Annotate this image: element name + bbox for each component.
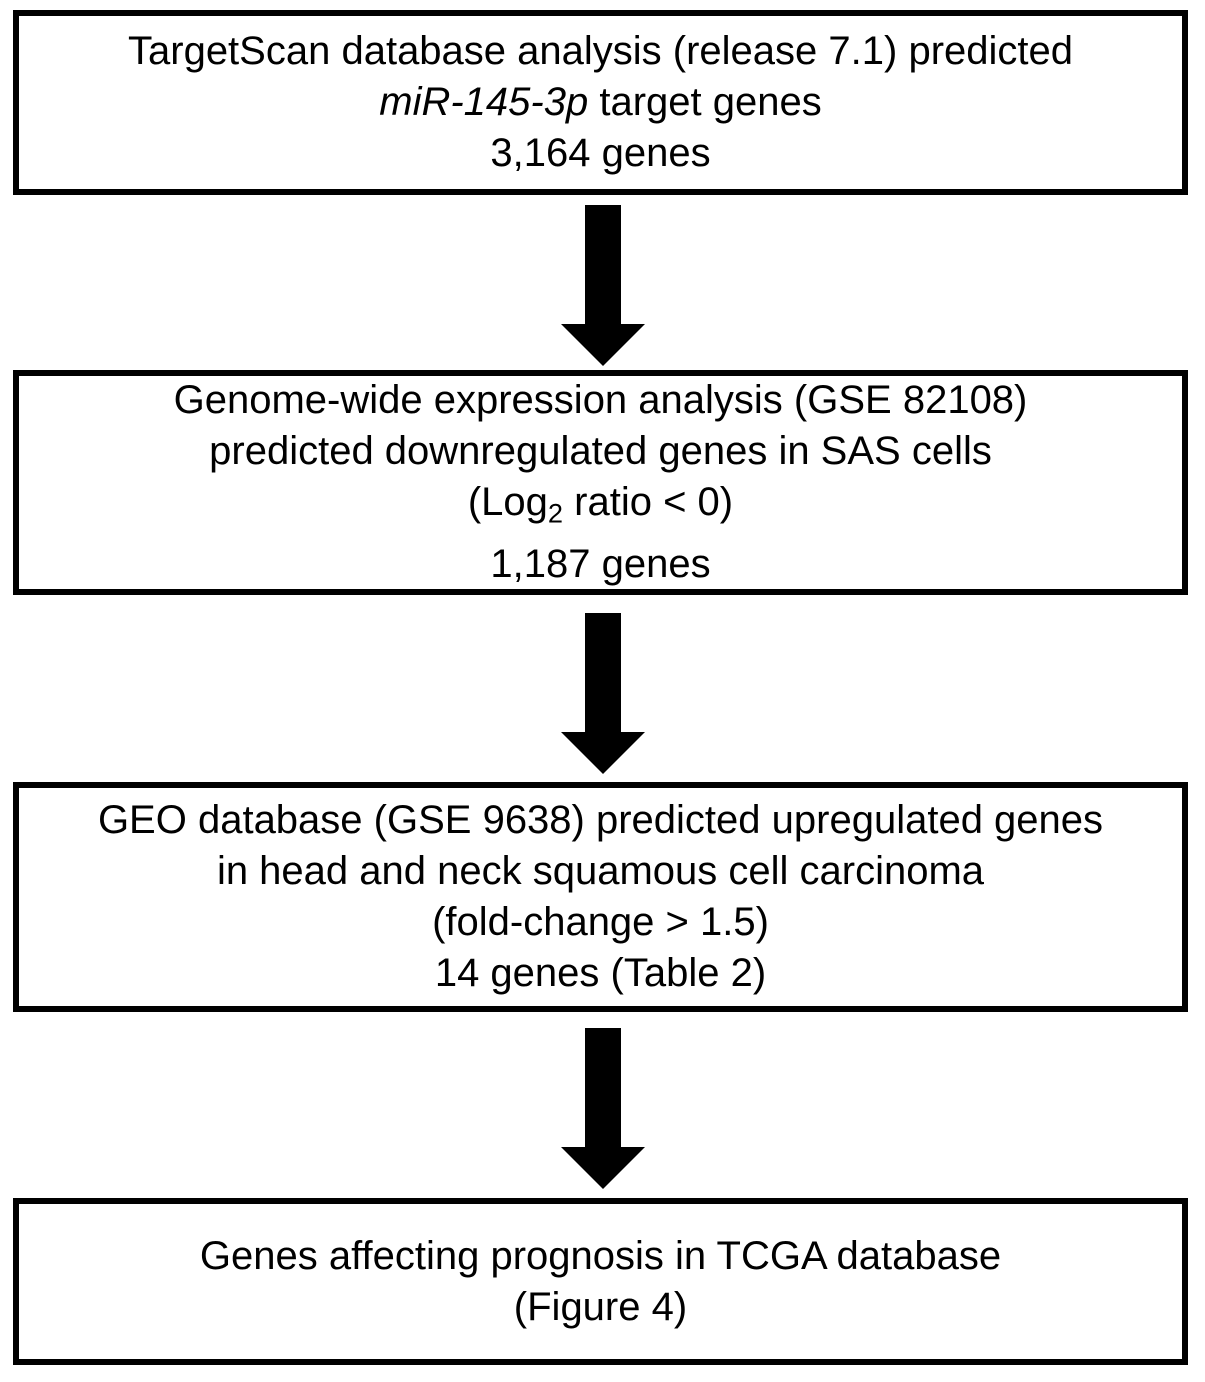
down-arrow-icon [560,205,645,366]
box1-line2: miR-145-3p target genes [379,77,821,128]
box3-line2: in head and neck squamous cell carcinoma [216,849,985,893]
box1-gene-name: miR-145-3p [379,80,589,124]
box2-line3-prefix: (Log [467,480,548,525]
box4-line1: Genes affecting prognosis in TCGA databa… [199,1233,1002,1278]
flow-box-tcga-prognosis: Genes affecting prognosis in TCGA databa… [13,1198,1188,1365]
arrow-shaft [584,205,621,324]
box1-line2-rest: target genes [588,80,822,124]
box2-line1: Genome-wide expression analysis (GSE 821… [173,378,1028,423]
box2-line3: (Log2 ratio < 0) [468,477,733,539]
box2-gene-count: 1,187 genes [490,541,711,586]
arrow-head [560,324,645,366]
box2-line3-suffix: ratio < 0) [563,480,734,525]
box2-log-subscript: 2 [547,497,564,529]
box3-gene-count: 14 genes (Table 2) [434,951,767,995]
flow-box-expression-analysis: Genome-wide expression analysis (GSE 821… [13,370,1188,595]
arrow-head [560,732,645,774]
box3-line1: GEO database (GSE 9638) predicted upregu… [97,798,1104,842]
box1-gene-count: 3,164 genes [490,131,711,175]
down-arrow-icon [560,1028,645,1189]
arrow-shaft [584,613,621,732]
arrow-head [560,1147,645,1189]
box2-line2: predicted downregulated genes in SAS cel… [209,429,992,474]
box1-line1: TargetScan database analysis (release 7.… [128,29,1073,73]
down-arrow-icon [560,613,645,774]
box3-line3: (fold-change > 1.5) [432,900,769,944]
flow-box-geo-database: GEO database (GSE 9638) predicted upregu… [13,782,1188,1012]
box4-line2: (Figure 4) [513,1284,688,1329]
flow-box-targetscan: TargetScan database analysis (release 7.… [13,10,1188,195]
arrow-shaft [584,1028,621,1147]
